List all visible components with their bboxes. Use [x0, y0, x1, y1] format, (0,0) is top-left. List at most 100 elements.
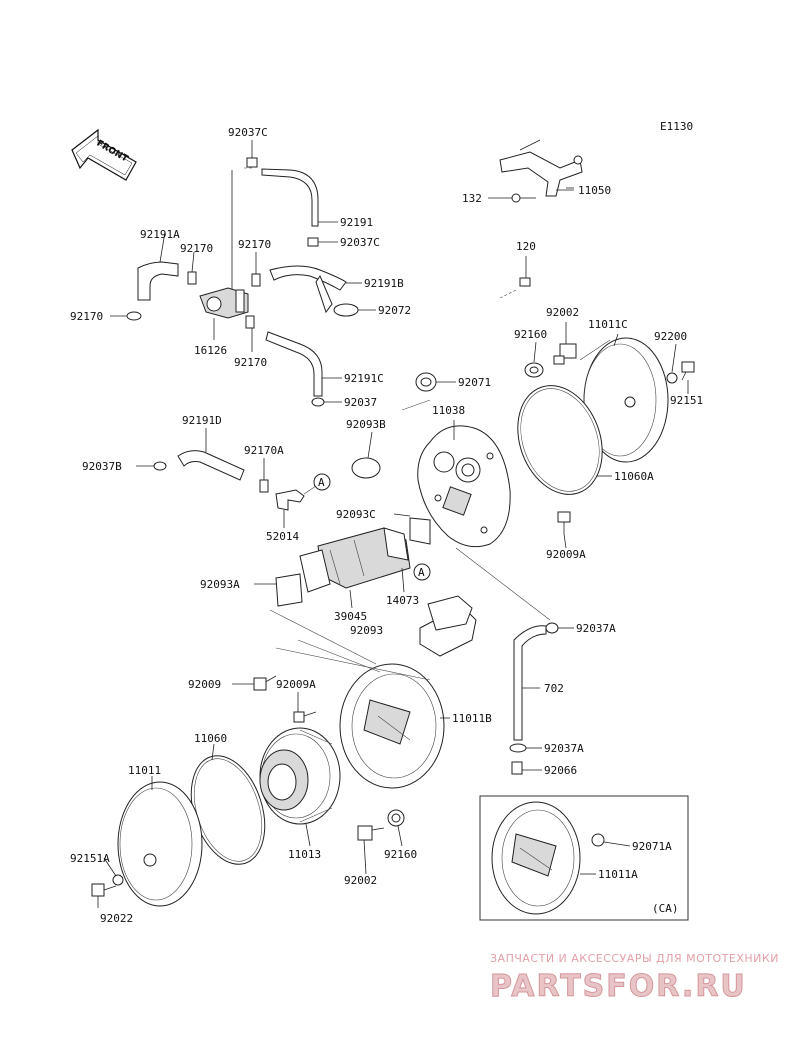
label-11011b: 11011B	[452, 712, 492, 725]
label-92071: 92071	[458, 376, 491, 389]
cover-11011	[117, 781, 203, 907]
callout-a-2: A	[413, 563, 431, 581]
label-92191d: 92191D	[182, 414, 222, 427]
watermark: ЗАПЧАСТИ И АКСЕССУАРЫ ДЛЯ МОТОТЕХНИКИ PA…	[490, 952, 779, 1005]
label-14073: 14073	[386, 594, 419, 607]
label-92009a-right: 92009A	[546, 548, 586, 561]
watermark-brand: PARTSFOR.RU	[490, 969, 747, 1004]
clamp-92072	[333, 303, 359, 317]
clamp-92170-a	[187, 271, 197, 285]
label-92191c: 92191C	[344, 372, 384, 385]
label-11060a: 11060A	[614, 470, 654, 483]
label-92093a: 92093A	[200, 578, 240, 591]
label-702: 702	[544, 682, 564, 695]
label-92071a: 92071A	[632, 840, 672, 853]
svg-text:A: A	[418, 566, 425, 579]
label-132: 132	[462, 192, 482, 205]
label-92066: 92066	[544, 764, 577, 777]
clamp-92170-left	[126, 311, 142, 321]
clamp-92037a-bot	[509, 743, 527, 753]
label-92009a: 92009A	[276, 678, 316, 691]
clamp-92037b	[153, 461, 167, 471]
label-92191: 92191	[340, 216, 373, 229]
diagram-code: E1130	[660, 120, 693, 133]
clamp-92037a-top	[545, 622, 559, 634]
label-92160-bot: 92160	[384, 848, 417, 861]
washer-92151a	[112, 874, 124, 886]
valve-16126	[199, 287, 249, 319]
duct-14073	[299, 527, 411, 593]
grommet-92160-top	[524, 362, 544, 378]
bolt-132	[511, 193, 536, 203]
label-11050: 11050	[578, 184, 611, 197]
label-11011a: 11011A	[598, 868, 638, 881]
label-92191a: 92191A	[140, 228, 180, 241]
bolt-92022	[91, 883, 117, 897]
screw-92009a-right	[557, 511, 571, 534]
label-92151a: 92151A	[70, 852, 110, 865]
clamp-92037	[311, 397, 325, 407]
watermark-tagline: ЗАПЧАСТИ И АКСЕССУАРЫ ДЛЯ МОТОТЕХНИКИ	[490, 952, 779, 965]
screw-92009a	[293, 711, 317, 723]
label-92037c-top: 92037C	[228, 126, 268, 139]
label-16126: 16126	[194, 344, 227, 357]
label-92160-top: 92160	[514, 328, 547, 341]
label-92037: 92037	[344, 396, 377, 409]
callout-a-1: A	[313, 473, 331, 491]
svg-text:A: A	[318, 476, 325, 489]
label-92009: 92009	[188, 678, 221, 691]
bolt-92002-top	[553, 343, 577, 365]
hose-92191	[261, 168, 319, 227]
label-92022: 92022	[100, 912, 133, 925]
label-92170-a: 92170	[180, 242, 213, 255]
label-11011c: 11011C	[588, 318, 628, 331]
label-11060: 11060	[194, 732, 227, 745]
bolt-92009	[253, 675, 277, 691]
label-92037b: 92037B	[82, 460, 122, 473]
bolt-92151	[681, 361, 695, 381]
label-11038: 11038	[432, 404, 465, 417]
label-92037a-bot: 92037A	[544, 742, 584, 755]
o-ring-92093b	[351, 457, 381, 479]
gasket-92093c	[409, 517, 431, 545]
label-39045: 39045	[334, 610, 367, 623]
cover-11011c	[579, 337, 669, 463]
label-92200: 92200	[654, 330, 687, 343]
holder-11038	[417, 425, 511, 548]
clamp-92170a	[259, 479, 269, 493]
label-92093: 92093	[350, 624, 383, 637]
bolt-92002-bot	[357, 825, 385, 841]
ca-variant-inset: (CA)	[479, 795, 689, 921]
bracket-11050	[499, 139, 583, 197]
elbow-52014	[275, 489, 305, 511]
label-92191b: 92191B	[364, 277, 404, 290]
breather-hose-group	[110, 140, 376, 407]
part-labels: 92037C 92191 92037C 92191A 92170 92170 9…	[70, 126, 703, 925]
clamp-92037c-top	[246, 157, 258, 168]
hose-92191d	[177, 450, 245, 481]
label-92093c: 92093C	[336, 508, 376, 521]
hose-92191c	[265, 331, 323, 397]
seal-92093	[419, 595, 477, 657]
housing-11011b	[339, 663, 445, 789]
label-92170-b: 92170	[238, 238, 271, 251]
seal-92071	[415, 372, 437, 392]
label-52014: 52014	[266, 530, 299, 543]
variant-label: (CA)	[652, 902, 679, 915]
label-92170-left: 92170	[70, 310, 103, 323]
front-arrow-icon: FRONT	[71, 128, 137, 181]
nipple-92066	[511, 761, 523, 775]
clamp-92170-c	[245, 315, 255, 329]
label-11013: 11013	[288, 848, 321, 861]
label-92002-top: 92002	[546, 306, 579, 319]
washer-92200	[666, 372, 678, 384]
gasket-11060a	[517, 385, 603, 495]
seal-92071a	[591, 833, 605, 847]
label-92170a: 92170A	[244, 444, 284, 457]
gasket-92093a	[275, 573, 303, 607]
filter-11013	[259, 727, 341, 825]
clamp-92170-b	[251, 273, 261, 287]
label-92093b: 92093B	[346, 418, 386, 431]
hose-92191a	[137, 261, 179, 301]
